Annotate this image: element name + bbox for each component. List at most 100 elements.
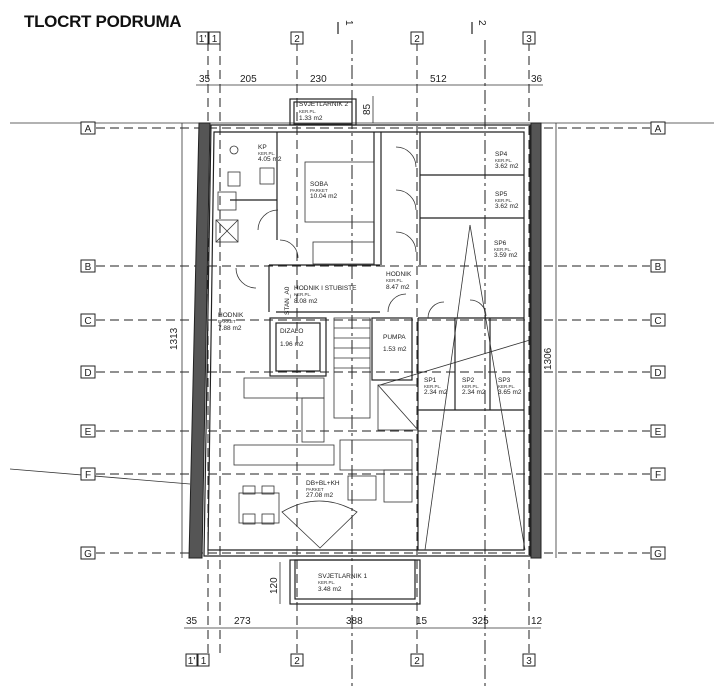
svg-text:A: A bbox=[655, 124, 662, 135]
room-hodnik-i-stubiste: HODNIK I STUBISTE KER.PL. 8.08 m2 STAN_A… bbox=[284, 285, 357, 315]
svg-text:G: G bbox=[84, 549, 92, 560]
svg-text:E: E bbox=[85, 427, 92, 438]
svg-text:KP: KP bbox=[258, 144, 267, 151]
room-sp4: SP4 KER.PL. 3.62 m2 bbox=[495, 151, 519, 170]
svg-text:KER.PL.: KER.PL. bbox=[494, 247, 511, 252]
svg-text:HODNIK: HODNIK bbox=[386, 271, 412, 278]
svg-text:KER.PL.: KER.PL. bbox=[386, 278, 403, 283]
svg-text:3.59 m2: 3.59 m2 bbox=[494, 252, 518, 259]
svg-text:SP4: SP4 bbox=[495, 151, 508, 158]
svg-text:F: F bbox=[655, 470, 661, 481]
svg-text:3.62 m2: 3.62 m2 bbox=[495, 203, 519, 210]
svg-text:A: A bbox=[85, 124, 92, 135]
svg-text:2: 2 bbox=[476, 20, 487, 26]
svg-text:SP1: SP1 bbox=[424, 377, 437, 384]
svg-text:388: 388 bbox=[346, 616, 363, 627]
drawing-title: TLOCRT PODRUMA bbox=[24, 12, 182, 31]
svg-text:SOBA: SOBA bbox=[310, 181, 329, 188]
svg-text:1': 1' bbox=[199, 34, 207, 45]
svg-text:1.33 m2: 1.33 m2 bbox=[299, 115, 323, 122]
svg-text:1.96 m2: 1.96 m2 bbox=[280, 341, 304, 348]
svg-text:1313: 1313 bbox=[169, 327, 180, 350]
svg-text:3.65 m2: 3.65 m2 bbox=[498, 389, 522, 396]
room-sp6: SP6 KER.PL. 3.59 m2 bbox=[494, 240, 518, 259]
svg-text:DB+BL+KH: DB+BL+KH bbox=[306, 480, 340, 487]
svg-text:120: 120 bbox=[269, 577, 280, 594]
grid-rows bbox=[96, 127, 650, 554]
svg-text:C: C bbox=[654, 316, 661, 327]
svg-text:1': 1' bbox=[188, 656, 196, 667]
room-sp2: SP2 KER.PL. 2.34 m2 bbox=[462, 377, 486, 396]
room-svjetlarnik-2: SVJETLARNIK 2 KER.PL. 1.33 m2 bbox=[299, 101, 349, 122]
svg-text:KER.PL.: KER.PL. bbox=[299, 109, 316, 114]
svg-text:1: 1 bbox=[212, 34, 218, 45]
svg-text:2: 2 bbox=[294, 34, 300, 45]
svg-text:KER.PL.: KER.PL. bbox=[462, 384, 479, 389]
svg-text:PUMPA: PUMPA bbox=[383, 334, 406, 341]
svg-text:10.04 m2: 10.04 m2 bbox=[310, 193, 337, 200]
svg-text:B: B bbox=[85, 262, 92, 273]
grid-columns bbox=[207, 40, 530, 690]
room-hodnik-right: HODNIK KER.PL. 8.47 m2 bbox=[386, 271, 412, 291]
svg-text:F: F bbox=[85, 470, 91, 481]
svg-text:2: 2 bbox=[414, 34, 420, 45]
svg-text:2.34 m2: 2.34 m2 bbox=[462, 389, 486, 396]
svg-text:KER.PL.: KER.PL. bbox=[258, 151, 275, 156]
svg-text:SP6: SP6 bbox=[494, 240, 507, 247]
svg-text:4.05 m2: 4.05 m2 bbox=[258, 156, 282, 163]
svg-text:KER.PL.: KER.PL. bbox=[498, 384, 515, 389]
room-pumpa: PUMPA 1.53 m2 bbox=[383, 334, 407, 353]
room-hodnik-left: HODNIK PARKET 7.88 m2 bbox=[218, 312, 244, 332]
svg-text:35: 35 bbox=[186, 616, 198, 627]
walls bbox=[188, 98, 542, 605]
svg-text:230: 230 bbox=[310, 74, 327, 85]
svg-text:3: 3 bbox=[526, 656, 532, 667]
dimensions-vertical: 1313 1306 85 120 bbox=[169, 96, 557, 604]
svg-text:PARKET: PARKET bbox=[310, 188, 328, 193]
svg-text:8.47 m2: 8.47 m2 bbox=[386, 284, 410, 291]
svg-text:SP5: SP5 bbox=[495, 191, 508, 198]
svg-text:STAN_A0: STAN_A0 bbox=[284, 286, 291, 315]
svg-text:KER.PL.: KER.PL. bbox=[294, 292, 311, 297]
svg-text:KER.PL.: KER.PL. bbox=[424, 384, 441, 389]
svg-text:1.53 m2: 1.53 m2 bbox=[383, 346, 407, 353]
svg-text:C: C bbox=[84, 316, 91, 327]
room-svjetlarnik-1: SVJETLARNIK 1 KER.PL. 3.48 m2 bbox=[318, 573, 368, 593]
svg-text:D: D bbox=[654, 368, 661, 379]
svg-text:512: 512 bbox=[430, 74, 447, 85]
svg-text:G: G bbox=[654, 549, 662, 560]
svg-text:1306: 1306 bbox=[543, 347, 554, 370]
svg-text:2: 2 bbox=[414, 656, 420, 667]
svg-text:15: 15 bbox=[416, 616, 428, 627]
svg-text:B: B bbox=[655, 262, 662, 273]
svg-text:PARKET: PARKET bbox=[306, 487, 324, 492]
svg-text:PARKET: PARKET bbox=[218, 319, 236, 324]
room-sp1: SP1 KER.PL. 2.34 m2 bbox=[424, 377, 448, 396]
svg-text:2: 2 bbox=[294, 656, 300, 667]
svg-text:D: D bbox=[84, 368, 91, 379]
svg-text:SVJETLARNIK 2: SVJETLARNIK 2 bbox=[299, 101, 349, 108]
room-sp3: SP3 KER.PL. 3.65 m2 bbox=[498, 377, 522, 396]
room-dizalo: DIZALO 1.96 m2 bbox=[280, 328, 304, 348]
svg-text:HODNIK: HODNIK bbox=[218, 312, 244, 319]
svg-text:KER.PL.: KER.PL. bbox=[495, 158, 512, 163]
svg-text:KER.PL.: KER.PL. bbox=[318, 580, 335, 585]
svg-text:273: 273 bbox=[234, 616, 251, 627]
svg-text:7.88 m2: 7.88 m2 bbox=[218, 325, 242, 332]
svg-text:DIZALO: DIZALO bbox=[280, 328, 303, 335]
svg-text:SVJETLARNIK 1: SVJETLARNIK 1 bbox=[318, 573, 368, 580]
svg-text:205: 205 bbox=[240, 74, 257, 85]
room-sp5: SP5 KER.PL. 3.62 m2 bbox=[495, 191, 519, 210]
svg-text:85: 85 bbox=[362, 103, 373, 115]
svg-text:SP2: SP2 bbox=[462, 377, 475, 384]
svg-text:36: 36 bbox=[531, 74, 543, 85]
svg-text:12: 12 bbox=[531, 616, 543, 627]
svg-text:HODNIK I STUBISTE: HODNIK I STUBISTE bbox=[294, 285, 357, 292]
room-soba: SOBA PARKET 10.04 m2 bbox=[310, 181, 337, 200]
dimensions-bottom: 35 273 388 15 325 12 bbox=[184, 616, 543, 629]
svg-text:2.34 m2: 2.34 m2 bbox=[424, 389, 448, 396]
svg-text:3: 3 bbox=[526, 34, 532, 45]
svg-text:3.62 m2: 3.62 m2 bbox=[495, 163, 519, 170]
grid-row-labels: A A B B C C D D E E F F G G bbox=[80, 121, 666, 560]
